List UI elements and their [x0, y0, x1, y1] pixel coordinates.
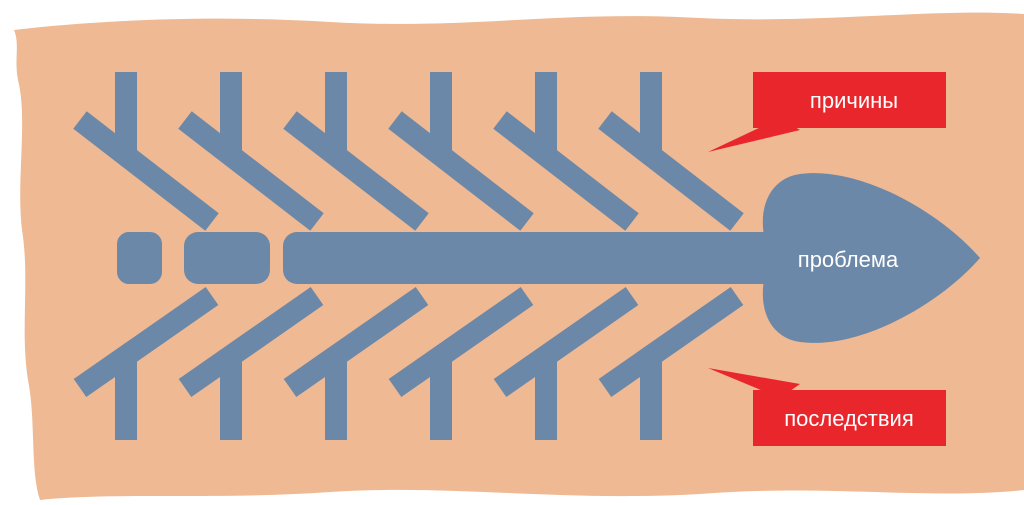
consequence-rib	[283, 286, 429, 440]
spine	[117, 232, 783, 284]
spine-segment-small	[117, 232, 162, 284]
fish-head	[762, 173, 980, 343]
cause-rib	[493, 72, 639, 231]
cause-rib	[73, 72, 219, 231]
consequence-rib	[178, 286, 324, 440]
consequences-callout-box	[753, 390, 946, 446]
cause-rib	[598, 72, 744, 231]
consequences-callout: последствия	[708, 368, 946, 446]
consequence-rib	[388, 286, 534, 440]
head-label: проблема	[798, 247, 899, 272]
consequences-callout-label: последствия	[784, 406, 914, 431]
cause-rib	[178, 72, 324, 231]
consequence-rib	[73, 286, 219, 440]
spine-segment-main	[283, 232, 783, 284]
causes-callout-label: причины	[810, 88, 898, 113]
causes-callout-box	[753, 72, 946, 128]
spine-segment-medium	[184, 232, 270, 284]
cause-ribs	[73, 72, 744, 231]
consequence-rib	[598, 286, 744, 440]
causes-callout: причины	[708, 72, 946, 152]
consequence-ribs	[73, 286, 744, 440]
consequence-rib	[493, 286, 639, 440]
cause-rib	[388, 72, 534, 231]
cause-rib	[283, 72, 429, 231]
